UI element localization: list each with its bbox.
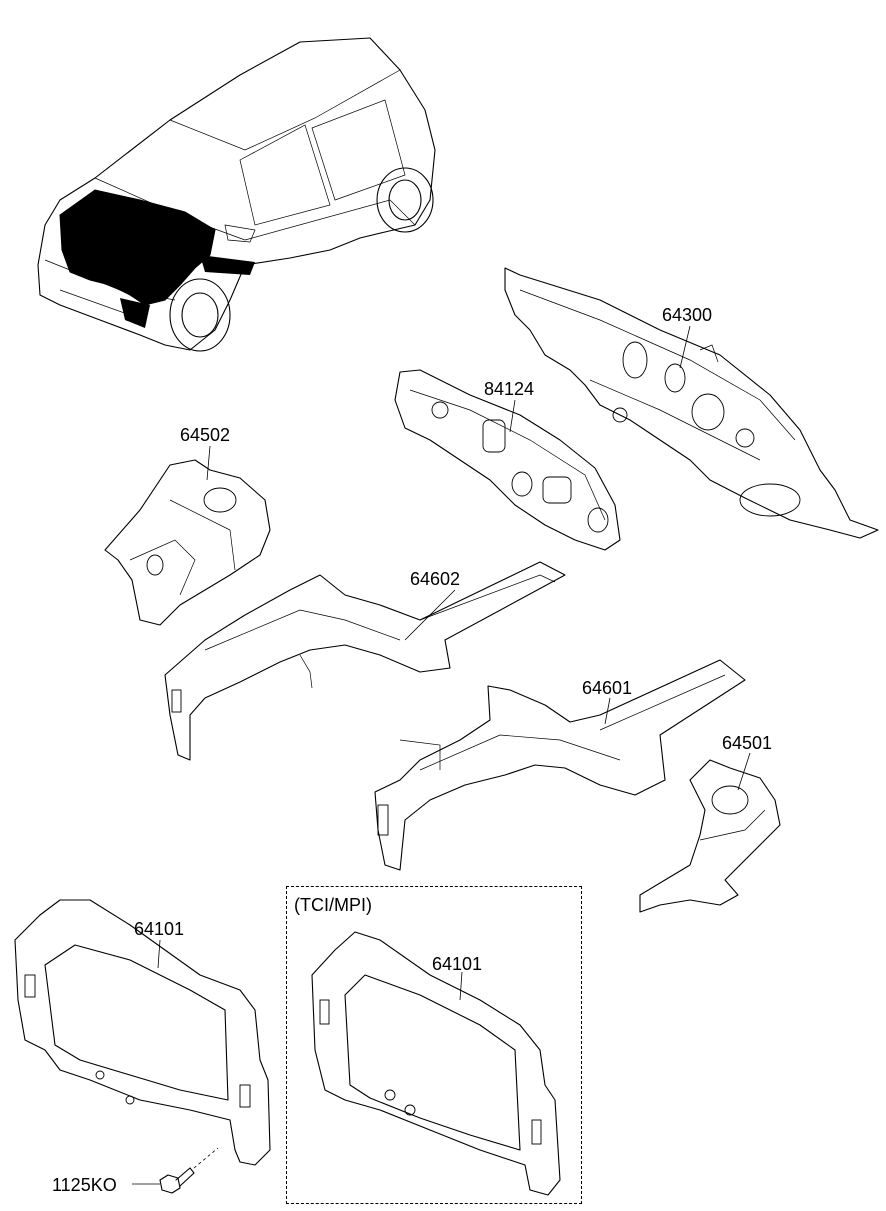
part-label-64601: 64601 [582,678,633,698]
dash-panel-64300 [504,267,879,539]
part-label-64101-left: 64101 [134,919,185,939]
part-label-1125KO: 1125KO [52,1175,117,1195]
front-side-member-64602 [164,561,566,761]
insulator-84124 [394,369,621,551]
part-label-64300: 64300 [662,305,713,325]
front-side-member-64601 [374,659,746,871]
fender-apron-64502 [104,459,271,626]
bolt-1125KO [159,1147,219,1194]
tci-mpi-variant-box [286,886,582,1204]
part-label-64602: 64602 [410,569,461,589]
fender-apron-64501 [639,759,781,913]
front-end-carrier-64101-left [14,899,271,1166]
part-label-64501: 64501 [722,733,773,753]
variant-box-title: (TCI/MPI) [294,895,372,915]
part-label-84124: 84124 [484,379,535,399]
leader-lines [132,325,751,1185]
part-label-64101-right: 64101 [432,954,483,974]
car-overview-illustration [37,37,436,352]
front-end-carrier-64101-right [311,931,561,1196]
part-label-64502: 64502 [180,425,231,445]
